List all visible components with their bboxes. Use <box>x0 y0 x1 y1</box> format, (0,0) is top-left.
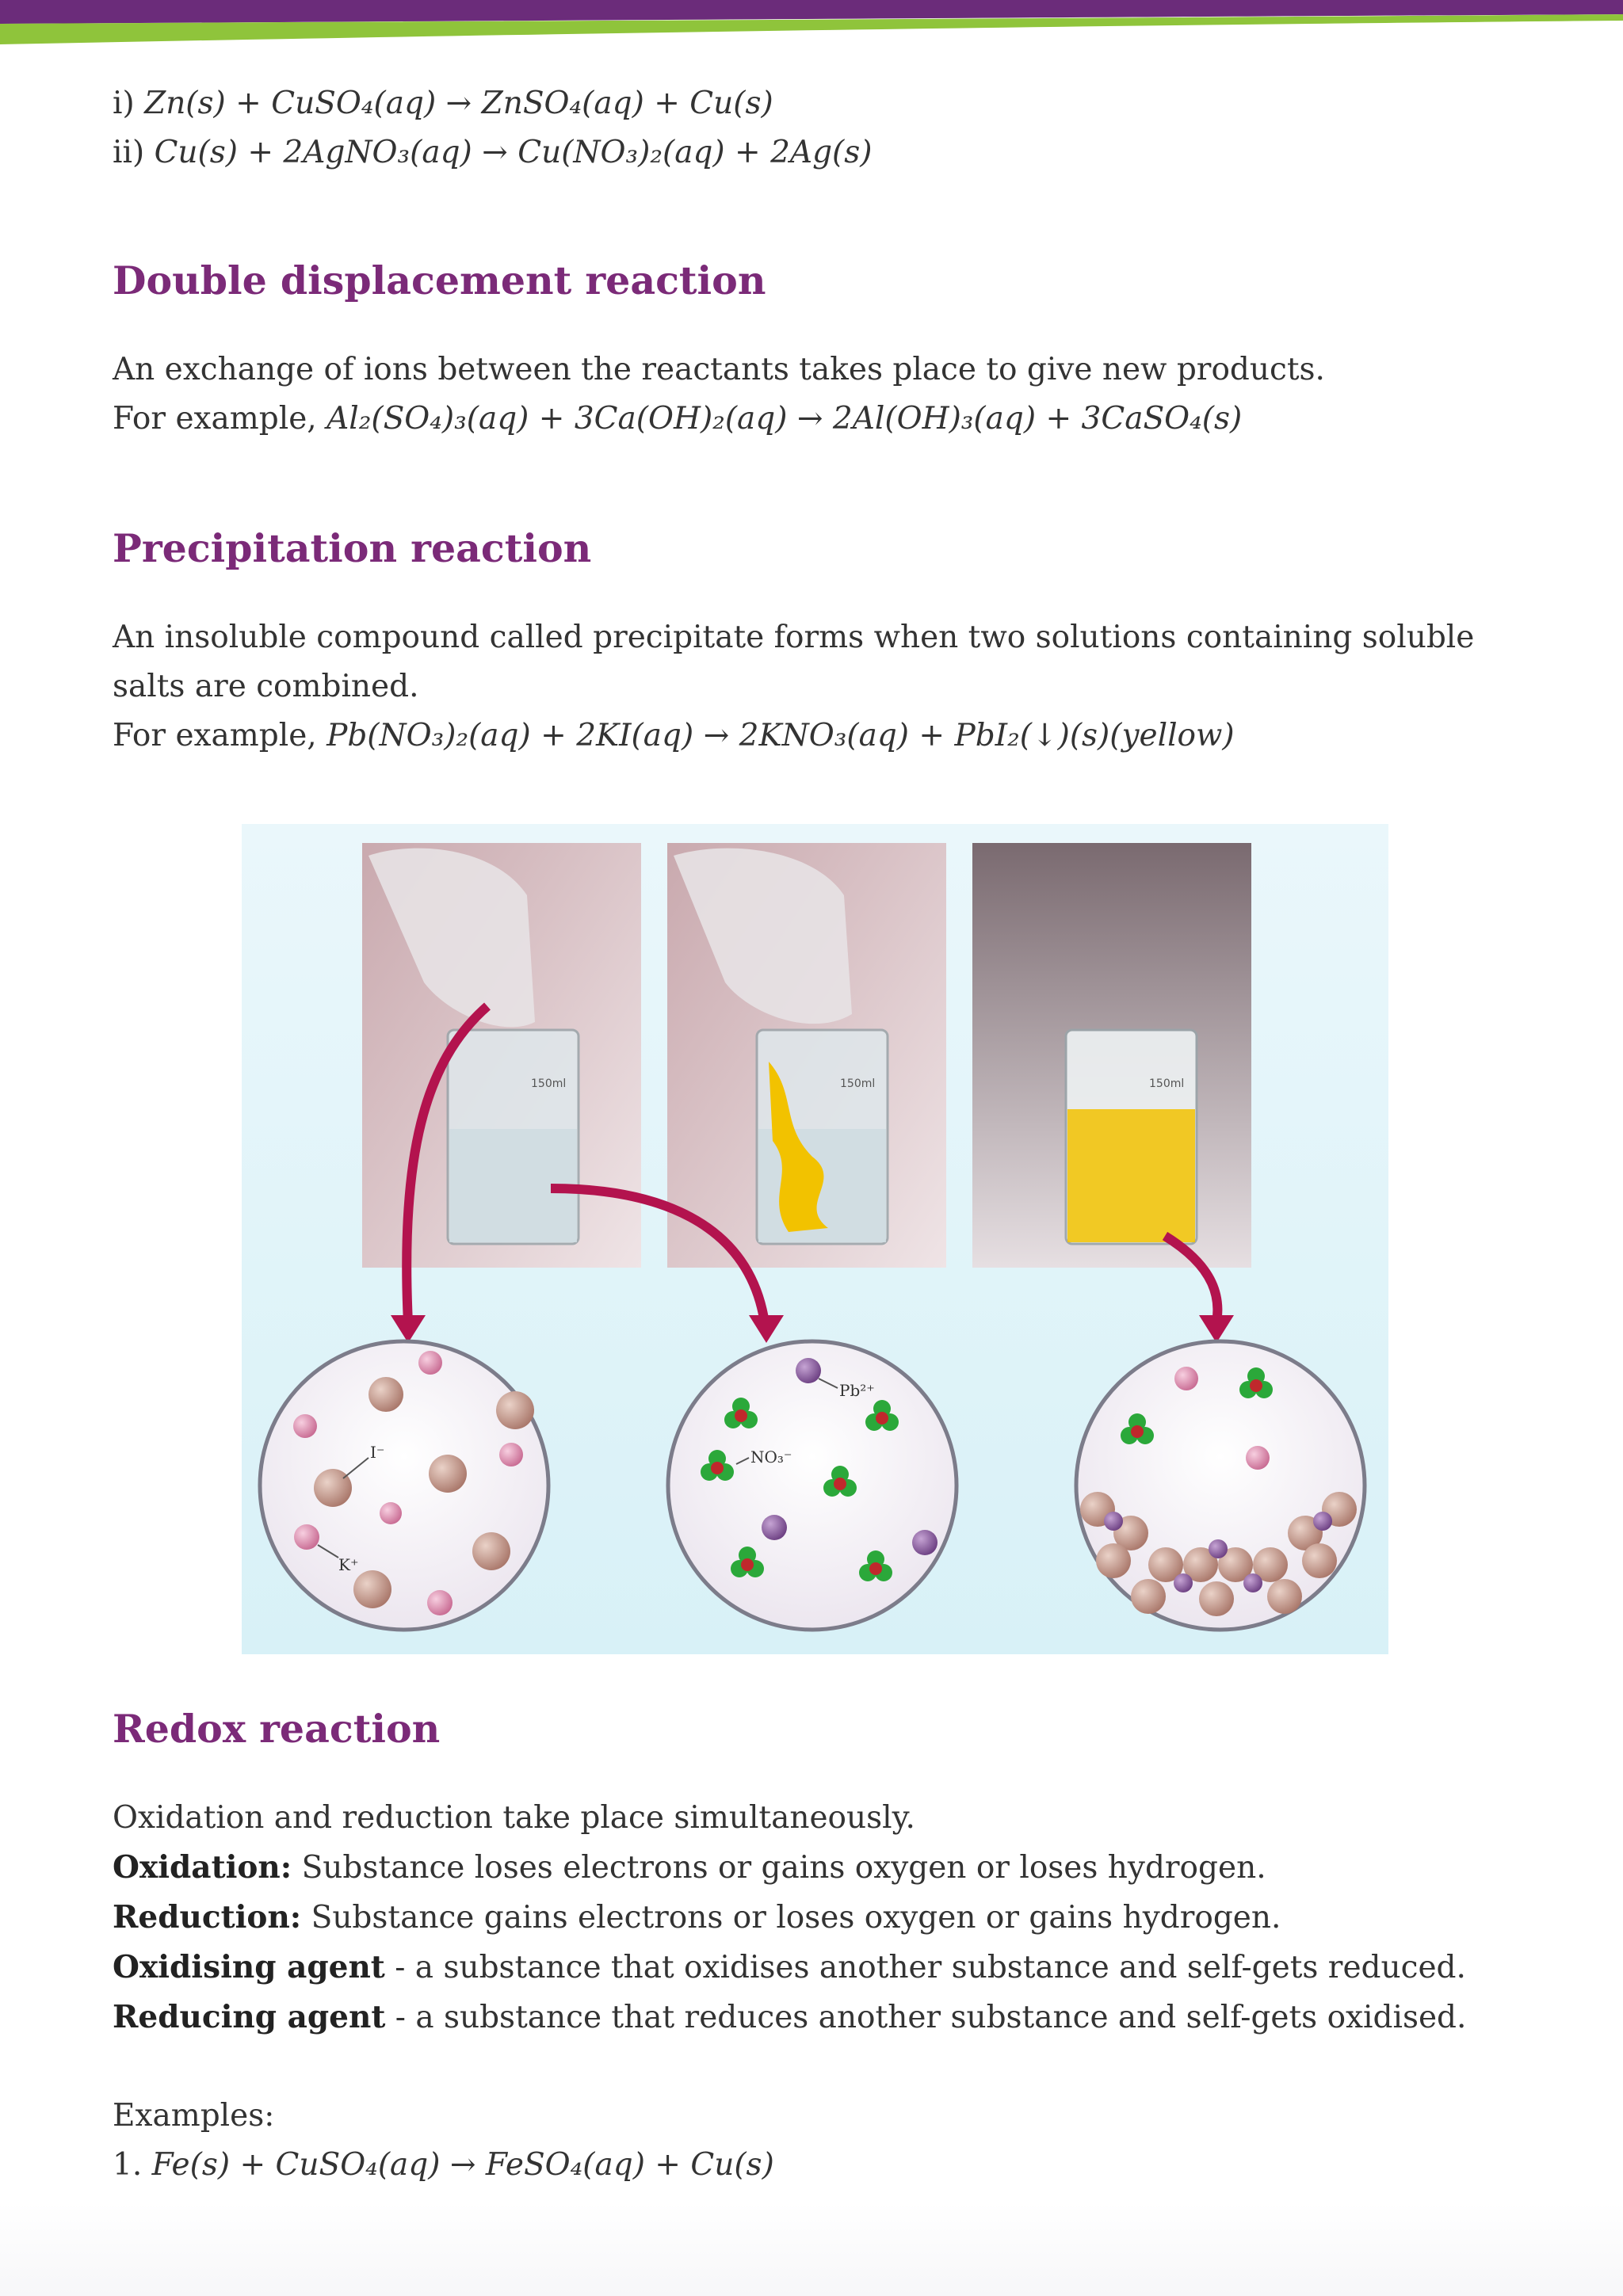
double-displacement-example: For example, Al₂(SO₄)₃(aq) + 3Ca(OH)₂(aq… <box>113 395 1523 444</box>
nitrate-ion <box>701 1450 734 1481</box>
redox-definition: Oxidising agent - a substance that oxidi… <box>113 1943 1523 1993</box>
beaker-volume-label: 150ml <box>840 1077 875 1090</box>
molecular-view-2: Pb²⁺ NO₃⁻ <box>666 1339 959 1632</box>
page-footer <box>0 2203 1623 2296</box>
definition-term: Oxidising agent <box>113 1949 385 1985</box>
photo-panel-1: 150ml <box>362 843 641 1268</box>
redox-intro: Oxidation and reduction take place simul… <box>113 1800 915 1836</box>
redox-definition: Reducing agent - a substance that reduce… <box>113 1993 1523 2042</box>
nitrate-ion <box>1121 1413 1154 1444</box>
equation: Cu(s) + 2AgNO₃(aq) → Cu(NO₃)₂(aq) + 2Ag(… <box>154 135 873 170</box>
precipitation-illustration: 150ml 150ml 150ml <box>242 824 1388 1654</box>
double-displacement-text: An exchange of ions between the reactant… <box>113 352 1325 387</box>
double-displacement-heading: Double displacement reaction <box>113 257 766 303</box>
arrow-group <box>402 1002 1223 1324</box>
iodide-label: I⁻ <box>370 1443 384 1462</box>
definition-text: Substance gains electrons or loses oxyge… <box>301 1900 1281 1936</box>
header-decoration <box>0 0 1623 44</box>
definition-text: - a substance that oxidises another subs… <box>384 1950 1466 1985</box>
equation: Al₂(SO₄)₃(aq) + 3Ca(OH)₂(aq) → 2Al(OH)₃(… <box>327 401 1243 437</box>
photo-panel-2: 150ml <box>667 843 946 1268</box>
beaker-volume-label: 150ml <box>531 1077 566 1090</box>
photo-panel-3: 150ml <box>972 843 1251 1268</box>
document-body: i) Zn(s) + CuSO₄(aq) → ZnSO₄(aq) + Cu(s)… <box>113 79 1523 761</box>
reaction-number: i) <box>113 86 145 121</box>
redox-examples: Examples: 1. Fe(s) + CuSO₄(aq) → FeSO₄(a… <box>113 2092 1523 2190</box>
equation: Zn(s) + CuSO₄(aq) → ZnSO₄(aq) + Cu(s) <box>144 86 773 121</box>
arrowheads <box>391 1315 1234 1343</box>
equation: Fe(s) + CuSO₄(aq) → FeSO₄(aq) + Cu(s) <box>151 2147 774 2183</box>
reaction-list: i) Zn(s) + CuSO₄(aq) → ZnSO₄(aq) + Cu(s)… <box>113 79 1523 177</box>
potassium-label: K⁺ <box>338 1555 359 1574</box>
molecular-view-1: I⁻ K⁺ <box>258 1339 551 1632</box>
redox-definition: Oxidation: Substance loses electrons or … <box>113 1843 1523 1893</box>
definition-text: Substance loses electrons or gains oxyge… <box>292 1850 1266 1886</box>
arrow-2 <box>550 1184 769 1324</box>
precipitation-section: An insoluble compound called precipitate… <box>113 613 1523 761</box>
redox-heading: Redox reaction <box>113 1706 441 1752</box>
examples-label: Examples: <box>113 2098 275 2134</box>
arrow-3 <box>1162 1231 1223 1324</box>
definition-text: - a substance that reduces another subst… <box>385 2000 1467 2035</box>
reaction-line-ii: ii) Cu(s) + 2AgNO₃(aq) → Cu(NO₃)₂(aq) + … <box>113 128 1523 177</box>
example-number: 1. <box>113 2147 152 2183</box>
definition-term: Oxidation: <box>113 1849 292 1886</box>
nitrate-ion <box>724 1398 758 1428</box>
molecular-view-3 <box>1074 1339 1367 1632</box>
arrow-1 <box>402 1002 491 1324</box>
nitrate-ion <box>865 1400 899 1431</box>
reaction-number: ii) <box>113 135 155 170</box>
precipitation-text: An insoluble compound called precipitate… <box>113 620 1475 704</box>
beaker-volume-label: 150ml <box>1149 1077 1184 1090</box>
redox-body: Oxidation and reduction take place simul… <box>113 1794 1523 2042</box>
redox-definition: Reduction: Substance gains electrons or … <box>113 1893 1523 1943</box>
precipitation-heading: Precipitation reaction <box>113 525 592 571</box>
precipitate-lattice <box>1080 1492 1357 1616</box>
nitrate-ion <box>859 1550 892 1581</box>
equation: Pb(NO₃)₂(aq) + 2KI(aq) → 2KNO₃(aq) + PbI… <box>327 718 1235 753</box>
lead-ion-label: Pb²⁺ <box>839 1381 875 1400</box>
nitrate-ion <box>1239 1367 1273 1398</box>
example-prefix: For example, <box>113 718 327 753</box>
nitrate-ion <box>731 1547 764 1577</box>
precipitation-example: For example, Pb(NO₃)₂(aq) + 2KI(aq) → 2K… <box>113 711 1523 761</box>
redox-example-1: 1. Fe(s) + CuSO₄(aq) → FeSO₄(aq) + Cu(s) <box>113 2141 1523 2190</box>
double-displacement-section: An exchange of ions between the reactant… <box>113 345 1523 444</box>
definition-term: Reduction: <box>113 1899 302 1936</box>
example-prefix: For example, <box>113 401 327 437</box>
nitrate-label: NO₃⁻ <box>750 1447 792 1466</box>
nitrate-ion <box>823 1466 857 1497</box>
definition-term: Reducing agent <box>113 1999 386 2035</box>
reaction-line-i: i) Zn(s) + CuSO₄(aq) → ZnSO₄(aq) + Cu(s) <box>113 79 1523 128</box>
redox-section: Redox reaction Oxidation and reduction t… <box>113 1703 1523 2190</box>
